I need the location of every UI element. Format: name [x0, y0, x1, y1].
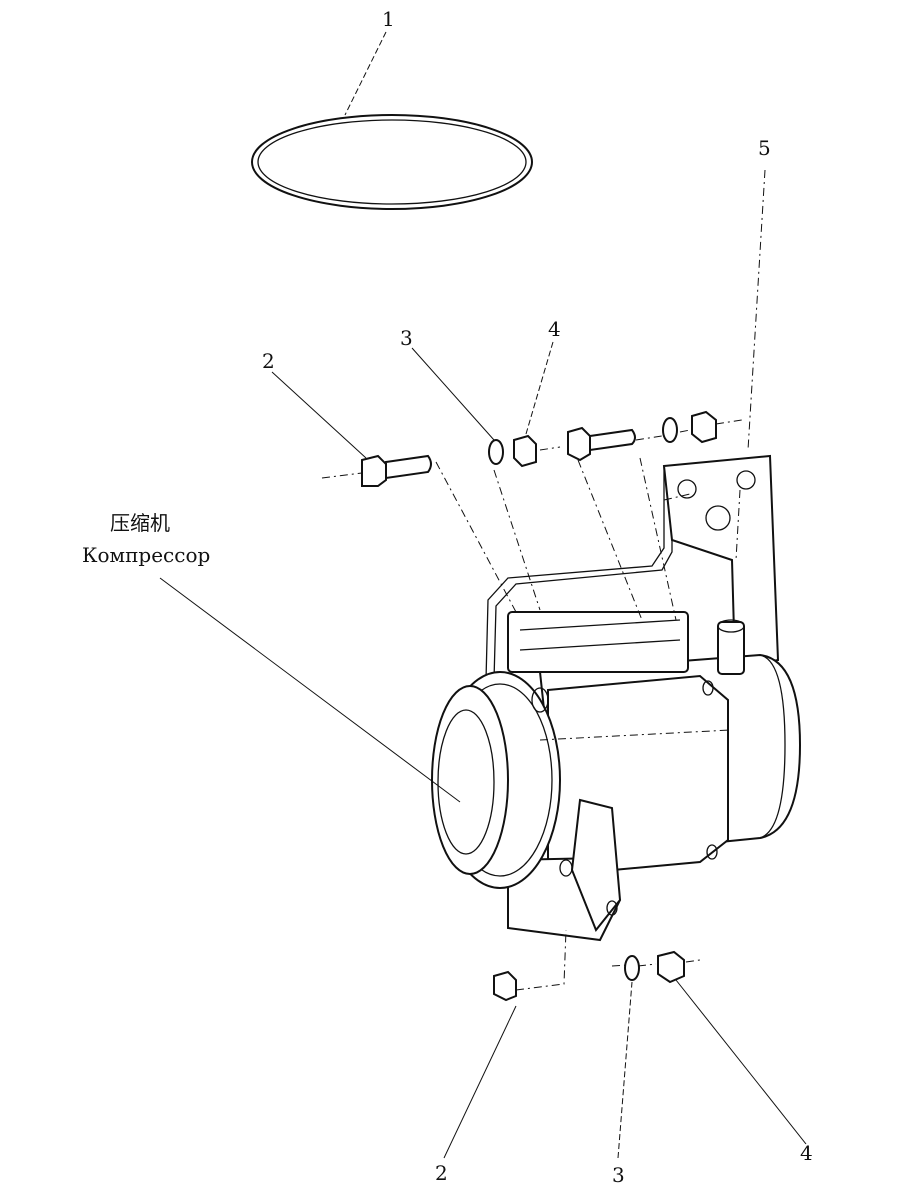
- compressor: [431, 611, 802, 942]
- leader-lines: [159, 31, 807, 1159]
- nut-upper: [513, 434, 537, 468]
- assembly-lines: [321, 419, 743, 991]
- callout-2-upper: 2: [262, 349, 275, 373]
- callout-3-upper: 3: [400, 326, 413, 350]
- callout-1: 1: [382, 7, 395, 31]
- bolt-lower: [493, 970, 517, 1002]
- washer-upper: [488, 439, 504, 465]
- nut-upper-right: [691, 410, 717, 444]
- callout-4-upper: 4: [548, 317, 561, 341]
- belt-part-1: [251, 114, 533, 210]
- bracket-part-5: [485, 454, 780, 681]
- callout-2-lower: 2: [435, 1161, 448, 1185]
- callout-4-lower: 4: [800, 1141, 813, 1165]
- caption-russian: Компрессор: [82, 543, 210, 567]
- nut-lower: [657, 950, 685, 984]
- washer-lower: [624, 955, 640, 981]
- callout-5: 5: [758, 136, 771, 160]
- caption-chinese: 压缩机: [110, 511, 170, 535]
- callout-3-lower: 3: [612, 1163, 625, 1187]
- bolt-upper-left: [361, 454, 432, 487]
- bolt-upper-right: [567, 426, 636, 462]
- washer-upper-right: [662, 417, 678, 443]
